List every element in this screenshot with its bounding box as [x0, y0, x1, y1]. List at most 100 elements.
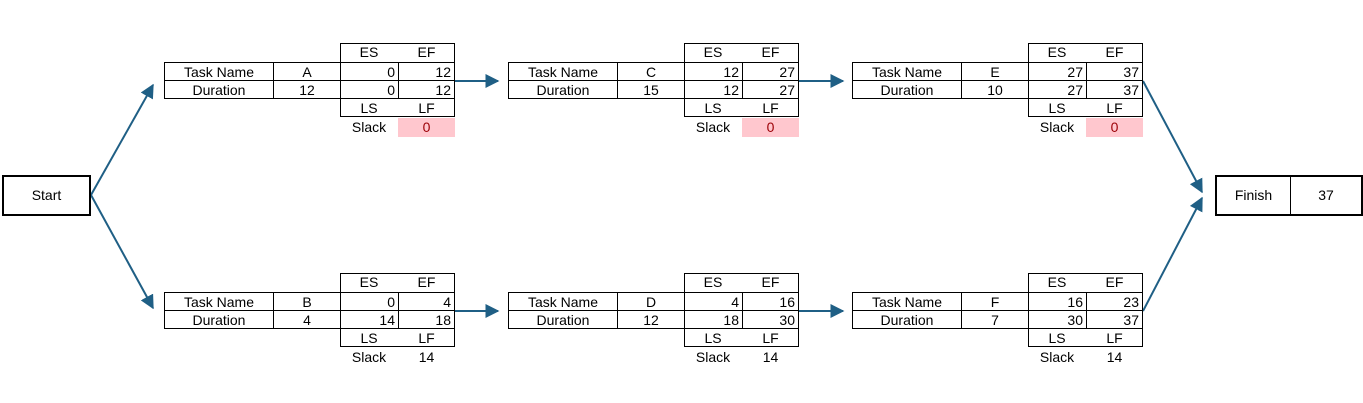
- ef-label: EF: [761, 274, 780, 290]
- ls-value: 30: [1028, 310, 1087, 329]
- lf-label: LF: [762, 330, 779, 346]
- task-name-value: A: [273, 62, 341, 81]
- task-node-b: ES EF Task Name B 0 4 Duration 4 14 18 L…: [164, 273, 455, 368]
- ef-label: EF: [1105, 44, 1124, 60]
- ls-value: 18: [684, 310, 743, 329]
- lf-label: LF: [418, 330, 435, 346]
- slack-value: 14: [418, 349, 435, 365]
- task-name-label: Task Name: [508, 62, 618, 81]
- ls-value: 27: [1028, 80, 1087, 99]
- task-name-label: Task Name: [852, 62, 962, 81]
- task-node-a: ES EF Task Name A 0 12 Duration 12 0 12 …: [164, 43, 455, 138]
- task-name-value: F: [961, 292, 1029, 311]
- slack-label: Slack: [1039, 349, 1075, 365]
- duration-value: 4: [273, 310, 341, 329]
- task-name-value: C: [617, 62, 685, 81]
- slack-label: Slack: [351, 349, 387, 365]
- lf-value: 12: [398, 80, 455, 99]
- slack-value: 14: [762, 349, 779, 365]
- arrow-start-to-a: [90, 83, 154, 196]
- es-label: ES: [703, 44, 723, 60]
- ls-label: LS: [360, 100, 378, 116]
- duration-value: 12: [617, 310, 685, 329]
- ef-value: 37: [1086, 62, 1143, 81]
- ef-value: 12: [398, 62, 455, 81]
- ls-value: 12: [684, 80, 743, 99]
- ls-lf-footer: [684, 328, 799, 347]
- ef-label: EF: [1105, 274, 1124, 290]
- finish-node: Finish 37: [1215, 175, 1363, 216]
- task-node-e: ES EF Task Name E 27 37 Duration 10 27 3…: [852, 43, 1143, 138]
- finish-value: 37: [1318, 187, 1334, 203]
- duration-label: Duration: [508, 80, 618, 99]
- ls-label: LS: [360, 330, 378, 346]
- es-header: [684, 273, 799, 292]
- slack-value: 14: [1106, 349, 1123, 365]
- start-node: Start: [2, 175, 91, 216]
- lf-value: 37: [1086, 80, 1143, 99]
- duration-label: Duration: [852, 310, 962, 329]
- ef-label: EF: [761, 44, 780, 60]
- duration-value: 10: [961, 80, 1029, 99]
- task-name-label: Task Name: [164, 62, 274, 81]
- es-value: 4: [684, 292, 743, 311]
- slack-label: Slack: [351, 119, 387, 135]
- slack-value: 0: [742, 118, 799, 137]
- es-label: ES: [359, 44, 379, 60]
- es-value: 16: [1028, 292, 1087, 311]
- task-name-value: B: [273, 292, 341, 311]
- task-node-f: ES EF Task Name F 16 23 Duration 7 30 37…: [852, 273, 1143, 368]
- ef-value: 16: [742, 292, 799, 311]
- ls-value: 0: [340, 80, 399, 99]
- es-value: 27: [1028, 62, 1087, 81]
- ls-lf-footer: [1028, 328, 1143, 347]
- task-name-value: D: [617, 292, 685, 311]
- task-node-c: ES EF Task Name C 12 27 Duration 15 12 2…: [508, 43, 799, 138]
- lf-value: 18: [398, 310, 455, 329]
- lf-value: 27: [742, 80, 799, 99]
- ls-label: LS: [1048, 100, 1066, 116]
- lf-label: LF: [418, 100, 435, 116]
- slack-value: 0: [1086, 118, 1143, 137]
- slack-label: Slack: [695, 349, 731, 365]
- es-value: 12: [684, 62, 743, 81]
- start-label: Start: [31, 187, 62, 203]
- ef-value: 27: [742, 62, 799, 81]
- lf-label: LF: [1106, 100, 1123, 116]
- ls-label: LS: [704, 330, 722, 346]
- ef-label: EF: [417, 274, 436, 290]
- es-header: [340, 273, 455, 292]
- slack-label: Slack: [695, 119, 731, 135]
- es-header: [684, 43, 799, 62]
- lf-value: 37: [1086, 310, 1143, 329]
- es-value: 0: [340, 62, 399, 81]
- ls-lf-footer: [340, 98, 455, 117]
- ls-lf-footer: [1028, 98, 1143, 117]
- slack-label: Slack: [1039, 119, 1075, 135]
- es-value: 0: [340, 292, 399, 311]
- lf-label: LF: [762, 100, 779, 116]
- arrow-e-to-finish: [1142, 80, 1203, 194]
- arrow-f-to-finish: [1142, 196, 1203, 312]
- ef-value: 23: [1086, 292, 1143, 311]
- ef-label: EF: [417, 44, 436, 60]
- ef-value: 4: [398, 292, 455, 311]
- task-name-label: Task Name: [508, 292, 618, 311]
- duration-label: Duration: [852, 80, 962, 99]
- lf-label: LF: [1106, 330, 1123, 346]
- es-label: ES: [359, 274, 379, 290]
- es-label: ES: [1047, 274, 1067, 290]
- finish-divider: [1290, 177, 1291, 214]
- task-name-label: Task Name: [852, 292, 962, 311]
- duration-label: Duration: [164, 310, 274, 329]
- task-name-value: E: [961, 62, 1029, 81]
- es-label: ES: [703, 274, 723, 290]
- es-header: [1028, 273, 1143, 292]
- lf-value: 30: [742, 310, 799, 329]
- task-name-label: Task Name: [164, 292, 274, 311]
- finish-label: Finish: [1234, 187, 1273, 203]
- es-header: [1028, 43, 1143, 62]
- es-label: ES: [1047, 44, 1067, 60]
- ls-lf-footer: [340, 328, 455, 347]
